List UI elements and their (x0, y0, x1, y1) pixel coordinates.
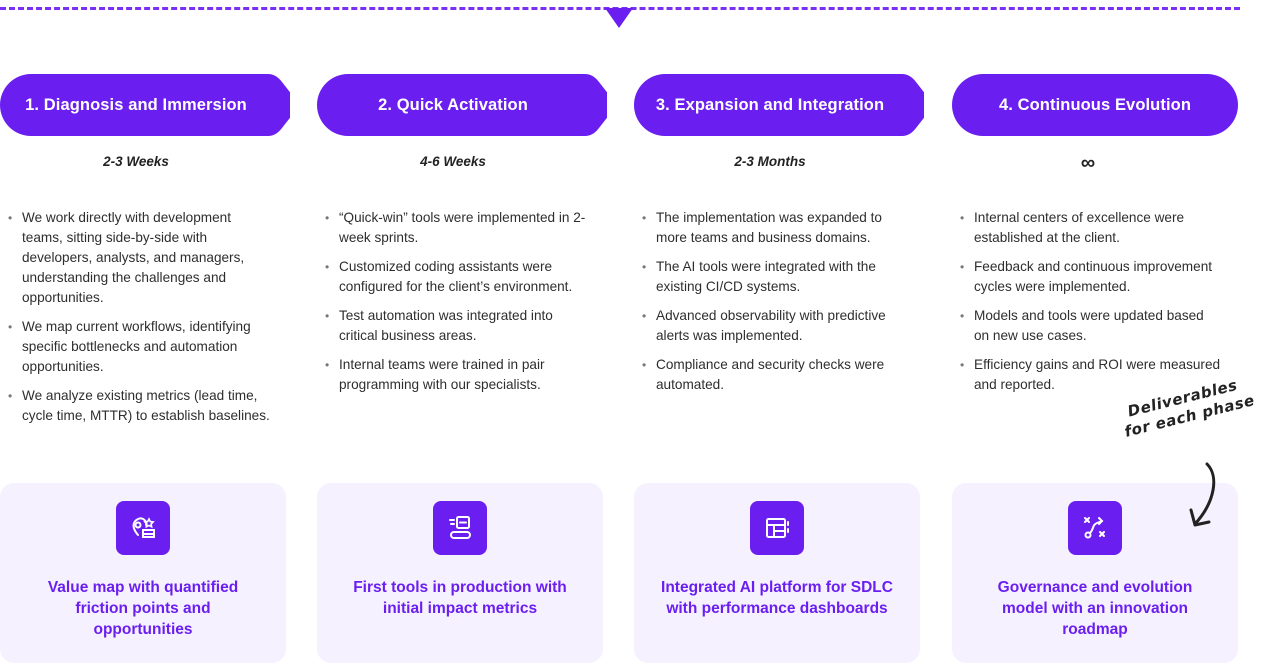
deliverable-text: Value map with quantified friction point… (47, 579, 239, 638)
bullet-item: •Efficiency gains and ROI were measured … (960, 357, 1221, 392)
phase-header-2: 2. Quick Activation (317, 74, 607, 136)
phase-bullet-list: •“Quick-win” tools were implemented in 2… (325, 208, 587, 404)
phase-column-2: 2. Quick Activation 4-6 Weeks •“Quick-wi… (317, 0, 607, 666)
phase-pill-shape (0, 74, 290, 136)
route-icon (1068, 501, 1122, 555)
phase-title: 1. Diagnosis and Immersion (25, 96, 247, 114)
phase-title: 2. Quick Activation (378, 96, 528, 114)
phase-duration: 2-3 Months (734, 154, 806, 169)
timeline-marker-arrow (605, 8, 633, 28)
dashboard-icon (750, 501, 804, 555)
phase-column-1: 1. Diagnosis and Immersion 2-3 Weeks •We… (0, 0, 290, 666)
bullet-item: •Feedback and continuous improvement cyc… (960, 259, 1213, 294)
bullet-item: •“Quick-win” tools were implemented in 2… (325, 210, 586, 245)
phase-bullet-list: •The implementation was expanded to more… (642, 208, 904, 404)
bullet-item: •We map current workflows, identifying s… (8, 319, 251, 374)
map-pin-star-icon (116, 501, 170, 555)
deliverable-card-2: First tools in production with initial i… (317, 483, 603, 663)
phase-duration: ∞ (1080, 152, 1096, 174)
deliverable-text: Integrated AI platform for SDLC with per… (661, 579, 893, 617)
phase-bullet-list: •Internal centers of excellence were est… (960, 208, 1222, 404)
bullet-item: •Advanced observability with predictive … (642, 308, 886, 343)
deliverable-card-3: Integrated AI platform for SDLC with per… (634, 483, 920, 663)
phase-header-3: 3. Expansion and Integration (634, 74, 924, 136)
phase-pill-shape (952, 74, 1238, 136)
bullet-item: •Customized coding assistants were confi… (325, 259, 573, 294)
bullet-item: •Compliance and security checks were aut… (642, 357, 885, 392)
deliverable-card-1: Value map with quantified friction point… (0, 483, 286, 663)
phase-column-3: 3. Expansion and Integration 2-3 Months … (634, 0, 924, 666)
bullet-item: •We analyze existing metrics (lead time,… (8, 388, 270, 423)
bullet-item: •The AI tools were integrated with the e… (642, 259, 876, 294)
phase-pill-shape (317, 74, 607, 136)
phase-duration: 2-3 Weeks (103, 154, 169, 169)
phase-duration: 4-6 Weeks (420, 154, 486, 169)
phase-bullet-list: •We work directly with development teams… (8, 208, 270, 435)
bullet-item: •Internal centers of excellence were est… (960, 210, 1185, 245)
phase-title: 4. Continuous Evolution (998, 96, 1192, 114)
deploy-tool-icon (433, 501, 487, 555)
phase-pill-shape (634, 74, 924, 136)
bullet-item: •Internal teams were trained in pair pro… (325, 357, 545, 392)
bullet-item: •We work directly with development teams… (8, 210, 245, 305)
phase-title: 3. Expansion and Integration (655, 96, 885, 114)
phase-column-4: 4. Continuous Evolution ∞ •Internal cent… (952, 0, 1242, 666)
curved-arrow-icon (1189, 462, 1216, 527)
deliverable-text: Governance and evolution model with an i… (997, 579, 1193, 638)
bullet-item: •The implementation was expanded to more… (642, 210, 882, 245)
deliverable-text: First tools in production with initial i… (353, 579, 567, 617)
bullet-item: •Models and tools were updated based on … (960, 308, 1204, 343)
phase-header-1: 1. Diagnosis and Immersion (0, 74, 290, 136)
deliverable-card-4: Governance and evolution model with an i… (952, 483, 1238, 663)
phase-header-4: 4. Continuous Evolution (952, 74, 1238, 136)
bullet-item: •Test automation was integrated into cri… (325, 308, 553, 343)
